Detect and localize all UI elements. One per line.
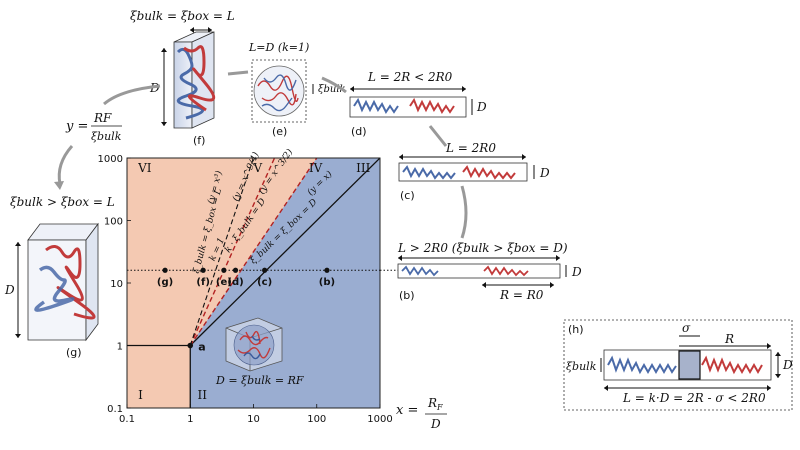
- boundary-line-0: [189, 158, 380, 346]
- region-label-IV: IV: [309, 161, 323, 175]
- x-tick-label: 10: [247, 414, 260, 425]
- svg-text:(b): (b): [399, 289, 415, 302]
- point-c: [262, 267, 268, 273]
- point-d: [232, 267, 239, 273]
- svg-text:(h): (h): [568, 323, 584, 336]
- inset-cube: D = ξbulk = RF: [215, 317, 304, 387]
- y-tick-label: 1000: [98, 154, 123, 165]
- panel-d: L = 2R < 2R0 D (d): [349, 70, 487, 138]
- boundary-line-2: [189, 158, 276, 346]
- arrow-head: [54, 181, 64, 190]
- x-tick-label: 1000: [367, 414, 392, 425]
- x-tick-label: 100: [307, 414, 326, 425]
- svg-text:(g): (g): [66, 346, 82, 359]
- boundary-line-3: [189, 158, 255, 346]
- svg-text:x =: x =: [396, 403, 418, 418]
- svg-text:F: F: [436, 403, 443, 412]
- c-top-label: L = 2R0: [445, 141, 496, 155]
- panel-c: L = 2R0 D (c): [398, 141, 550, 202]
- panel-g: ξbulk > ξbox = L D (g): [4, 195, 115, 359]
- region-label-II: II: [197, 388, 207, 402]
- flow-arrows: [57, 70, 468, 239]
- point-label: (e): [216, 277, 232, 288]
- svg-text:ξbulk: ξbulk: [566, 360, 597, 373]
- region-label-III: III: [356, 161, 370, 175]
- point-label: (g): [157, 277, 173, 288]
- point-label: (f): [196, 277, 210, 288]
- point-e: [221, 267, 227, 273]
- panel-b: L > 2R0 (ξbulk > ξbox = D) D R = R0 (b): [397, 241, 582, 302]
- point-a-label: a: [198, 341, 205, 354]
- svg-text:ξbulk: ξbulk: [318, 84, 346, 95]
- point-b: [324, 267, 330, 273]
- svg-text:L = k·D = 2R - σ < 2R0: L = k·D = 2R - σ < 2R0: [622, 391, 766, 405]
- x-axis-title: x = R F D: [396, 396, 447, 431]
- svg-text:D: D: [430, 417, 441, 431]
- panel-e: L=D (k=1) ξbulk (e): [248, 41, 346, 138]
- y-axis-formula: y = RF ξbulk: [65, 111, 122, 143]
- svg-text:ξbulk: ξbulk: [91, 130, 122, 143]
- svg-text:(c): (c): [400, 189, 415, 202]
- svg-text:σ: σ: [682, 321, 691, 335]
- svg-text:D: D: [539, 166, 550, 180]
- svg-text:(d): (d): [351, 125, 367, 138]
- panel-h: (h) σ R ξbulk D L = k·D = 2R - σ < 2R0: [563, 319, 793, 411]
- svg-text:RF: RF: [93, 111, 112, 125]
- point-f: [200, 267, 206, 273]
- point-a: [187, 342, 194, 349]
- y-tick-label: 1: [117, 342, 123, 353]
- point-g: [162, 267, 168, 273]
- svg-text:R: R: [427, 396, 437, 410]
- e-top-label: L=D (k=1): [248, 41, 309, 54]
- svg-text:D: D: [476, 100, 487, 114]
- svg-text:y =: y =: [65, 119, 88, 134]
- svg-text:(e): (e): [272, 125, 287, 138]
- svg-text:D: D: [571, 265, 582, 279]
- g-top-label: ξbulk > ξbox = L: [10, 195, 115, 209]
- d-top-label: L = 2R < 2R0: [367, 70, 453, 84]
- svg-text:R = R0: R = R0: [499, 288, 544, 302]
- svg-text:(f): (f): [193, 134, 205, 147]
- b-top-label: L > 2R0 (ξbulk > ξbox = D): [397, 241, 568, 255]
- point-label: (c): [257, 277, 272, 288]
- f-top-label: ξbulk = ξbox = L: [130, 9, 235, 23]
- region-label-I: I: [138, 388, 143, 402]
- point-label: (d): [227, 277, 243, 288]
- svg-text:D: D: [782, 358, 793, 372]
- region-label-VI: VI: [137, 161, 152, 175]
- y-tick-label: 100: [104, 217, 123, 228]
- inset-label: D = ξbulk = RF: [215, 374, 304, 387]
- x-tick-label: 0.1: [119, 414, 135, 425]
- region-label-V: V: [253, 161, 263, 175]
- boundary-line-1: [189, 158, 318, 346]
- point-label: (b): [319, 277, 335, 288]
- x-tick-label: 1: [187, 414, 193, 425]
- svg-text:R: R: [724, 332, 734, 346]
- y-tick-label: 0.1: [107, 404, 123, 415]
- svg-text:D: D: [4, 283, 15, 297]
- panel-f: ξbulk = ξbox = L D (f): [130, 9, 235, 147]
- y-tick-label: 10: [110, 279, 123, 290]
